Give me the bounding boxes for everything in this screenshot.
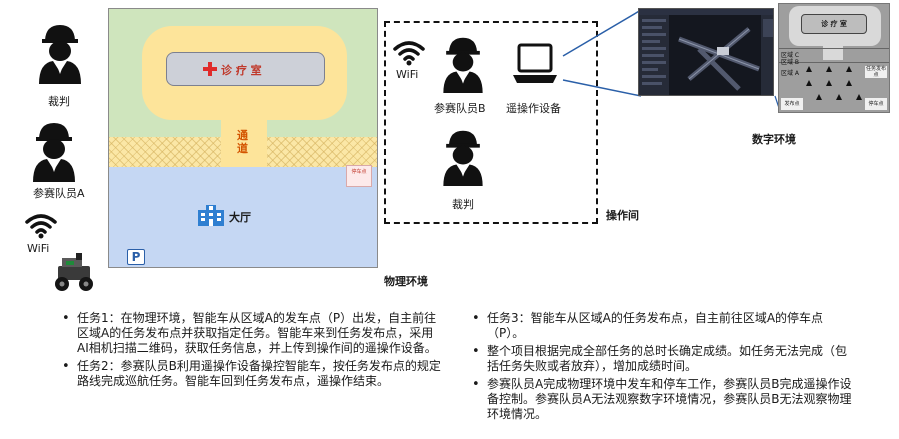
task-item: 任务2：参赛队员B利用遥操作设备操控智能车，按任务发布点的规定路线完成巡航任务。… (62, 359, 442, 389)
physical-env-label: 物理环境 (384, 275, 428, 288)
digital-clinic-label: 诊 疗 室 (801, 14, 867, 34)
referee-label-room: 裁判 (452, 198, 474, 211)
parking-sign: P (127, 249, 145, 265)
task-list-right: 任务3：智能车从区域A的任务发布点，自主前往区域A的停车点（P）。 整个项目根据… (472, 311, 852, 425)
physical-map: 诊 疗 室 通道 大厅 P 停车点 (108, 8, 378, 268)
wifi-label-room: WiFi (396, 68, 419, 81)
laptop-icon (513, 43, 557, 83)
operation-room: WiFi 参赛队员B 遥操作设备 裁判 (384, 21, 598, 224)
hospital-building-icon (198, 205, 224, 226)
wifi-icon (25, 214, 57, 239)
zone-b-label: 区域 B (781, 59, 800, 66)
digital-stop-label: 停车点 (865, 98, 887, 110)
clinic-label: 诊 疗 室 (221, 64, 262, 77)
digital-dispatch-b: 任务发布点 (865, 66, 887, 78)
participant-b-icon (443, 37, 483, 93)
zone-a-label: 区域 A (781, 70, 800, 77)
digital-corridor (823, 42, 843, 60)
red-cross-icon (203, 62, 217, 76)
digital-dispatch-a: 发布点 (781, 98, 803, 110)
task-item: 任务3：智能车从区域A的任务发布点，自主前往区域A的停车点（P）。 (472, 311, 852, 341)
wifi-icon (393, 41, 425, 66)
participant-b-label: 参赛队员B (434, 102, 486, 115)
clinic-room: 诊 疗 室 (166, 52, 325, 86)
smart-car-icon (55, 253, 93, 291)
sim-view (639, 9, 773, 95)
corridor-label: 通道 (237, 129, 248, 155)
stop-point-sign: 停车点 (346, 165, 372, 187)
remote-device-label: 遥操作设备 (506, 102, 561, 115)
referee-icon (39, 25, 81, 84)
referee-icon (443, 130, 483, 186)
task-item: 任务1：在物理环境，智能车从区域A的发车点（P）出发，自主前往区域A的任务发布点… (62, 311, 442, 356)
corridor (221, 109, 267, 167)
task-item: 整个项目根据完成全部任务的总时长确定成绩。如任务无法完成（包括任务失败或者放弃）… (472, 344, 852, 374)
task-item: 参赛队员A完成物理环境中发车和停车工作，参赛队员B完成遥操作设备控制。参赛队员A… (472, 377, 852, 422)
hall-label: 大厅 (229, 211, 251, 224)
participant-a-icon (33, 123, 75, 182)
referee-label-left: 裁判 (48, 95, 70, 108)
wifi-label-left: WiFi (27, 242, 50, 255)
zone-c-label: 区域 C (781, 52, 800, 59)
operation-room-label: 操作间 (606, 209, 639, 222)
digital-env-label: 数字环境 (752, 133, 796, 146)
digital-map: 诊 疗 室 区域 C 区域 B 区域 A 任务发布点 发布点 停车点 (778, 3, 890, 113)
task-list-left: 任务1：在物理环境，智能车从区域A的发车点（P）出发，自主前往区域A的任务发布点… (62, 311, 442, 392)
digital-sim-screenshot (638, 8, 774, 96)
cone-markers (806, 66, 862, 100)
participant-a-label: 参赛队员A (33, 187, 85, 200)
